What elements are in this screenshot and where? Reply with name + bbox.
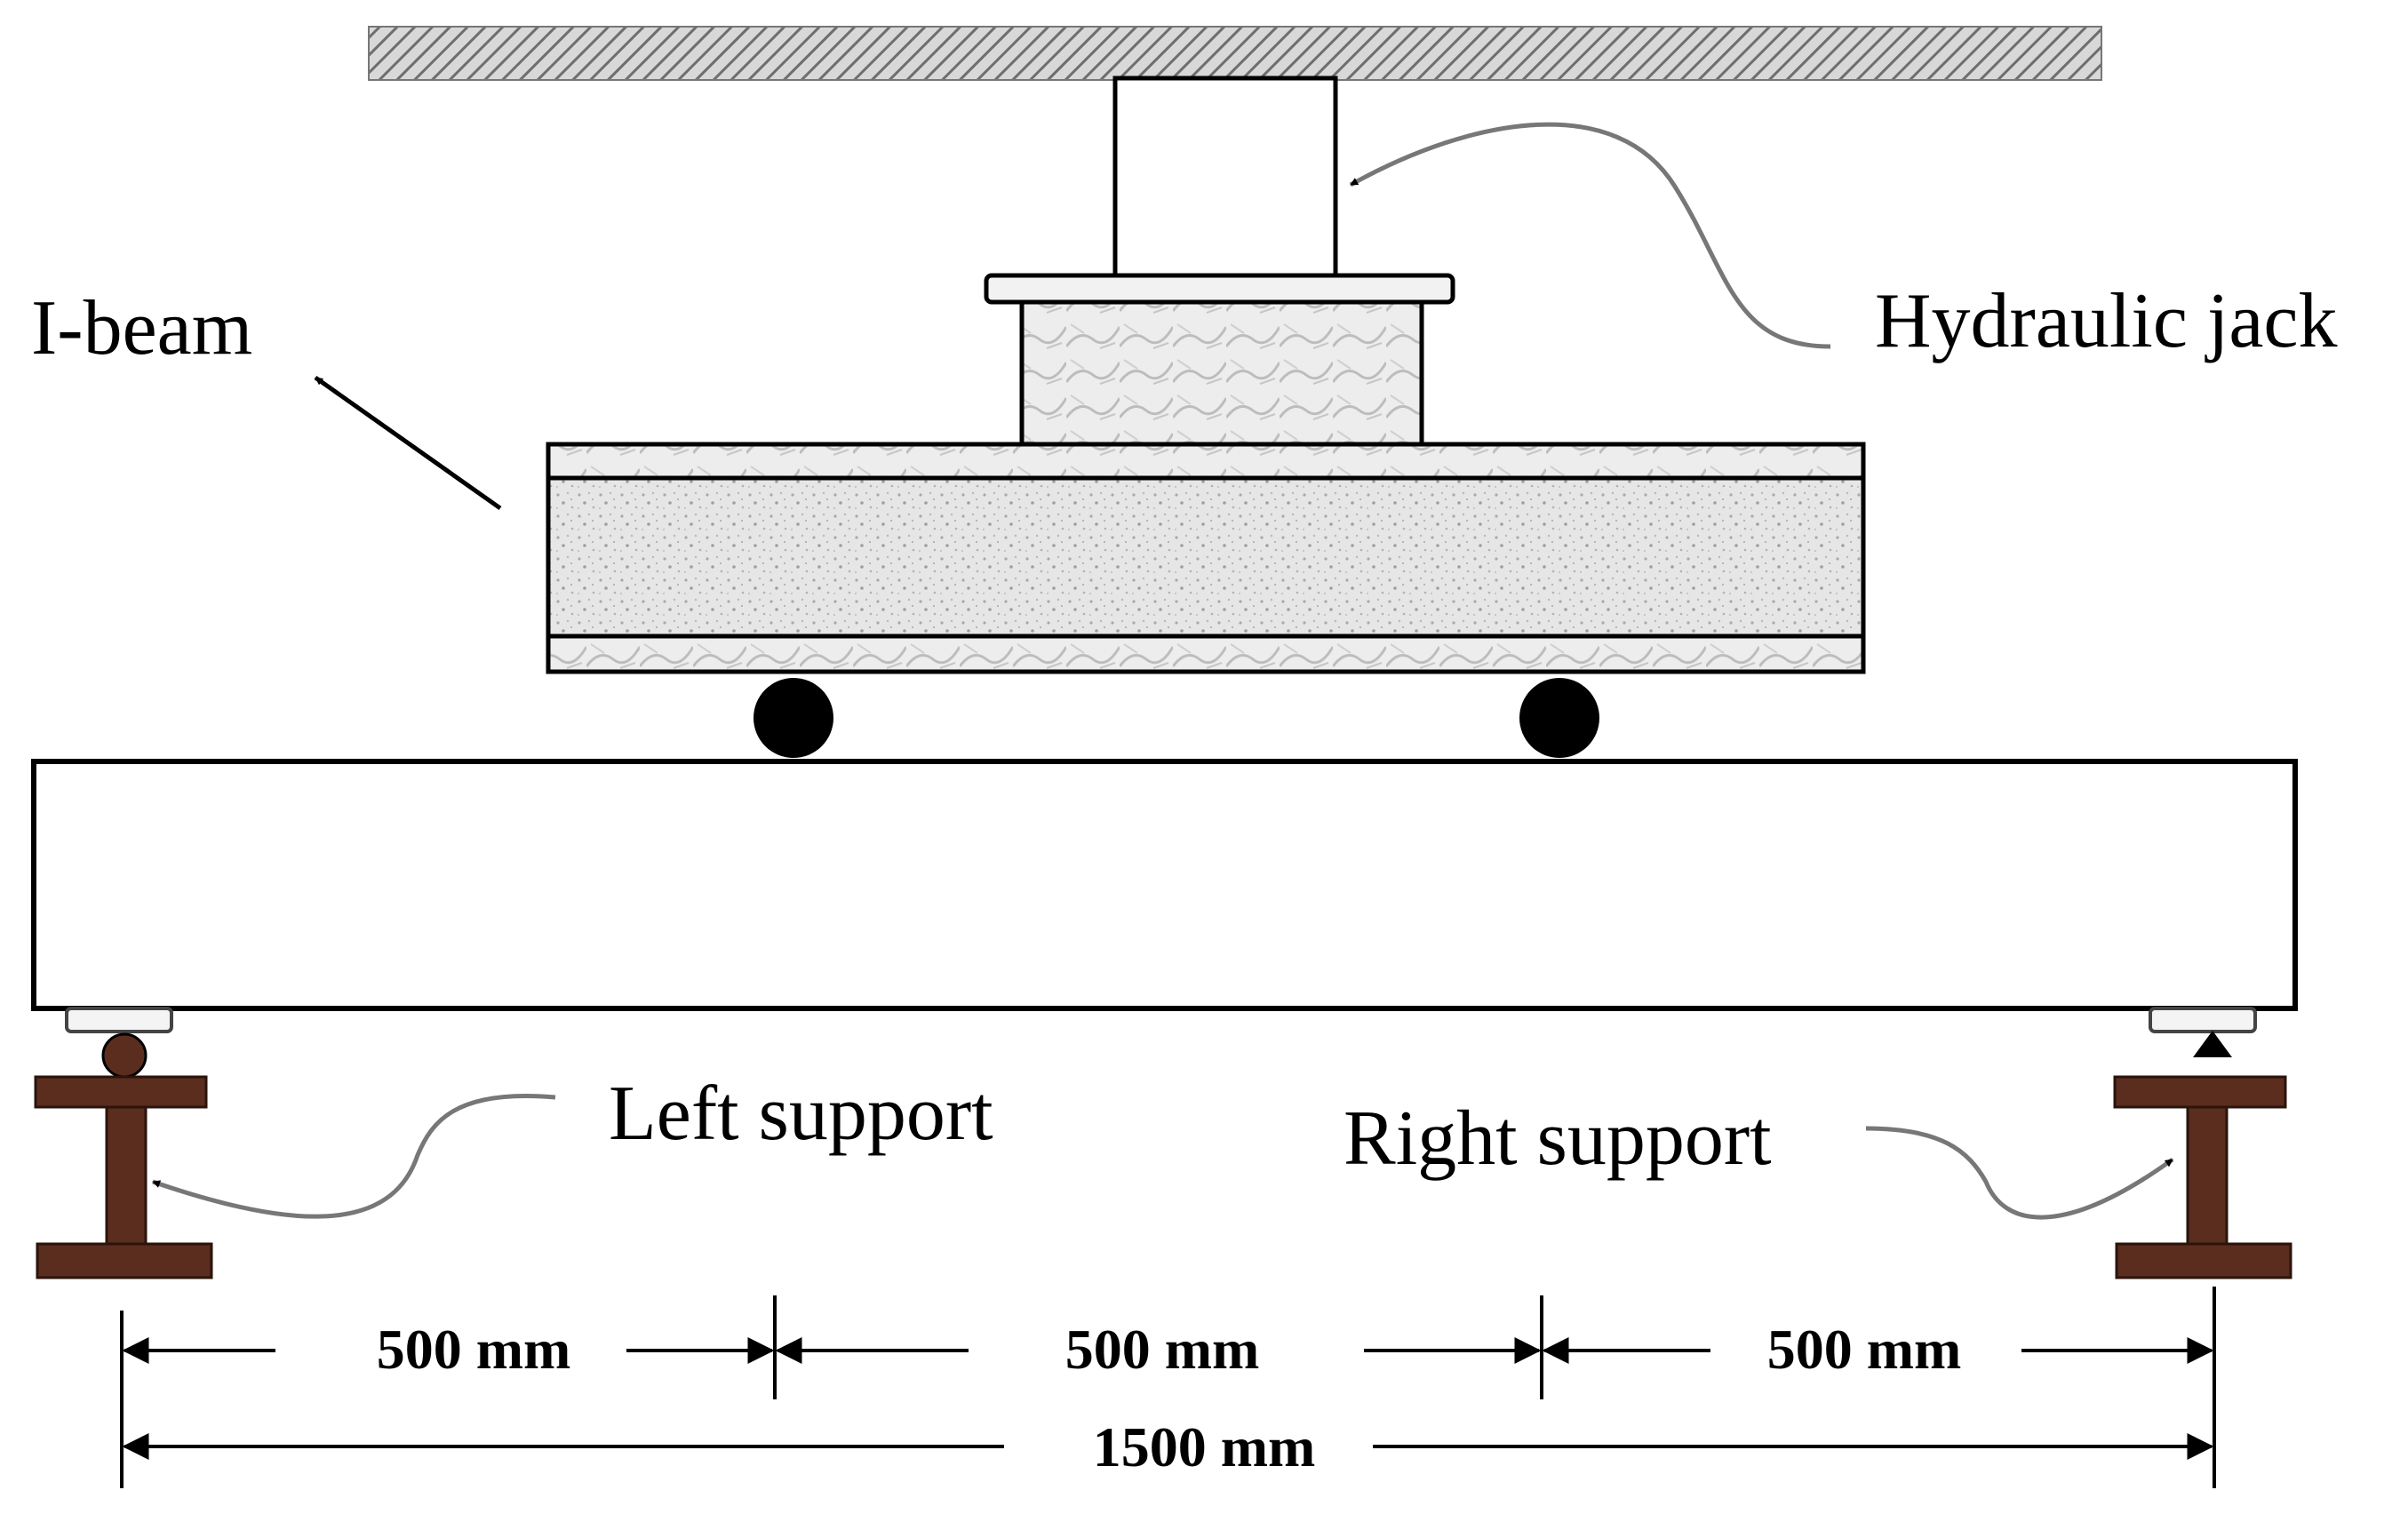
i-beam-label: I-beam bbox=[31, 285, 252, 371]
dimension-segment-left: 500 mm bbox=[377, 1318, 571, 1381]
loading-roller-left bbox=[753, 678, 833, 758]
spreader-i-beam bbox=[546, 442, 1866, 674]
dimension-segment-right: 500 mm bbox=[1767, 1318, 1962, 1381]
i-beam-bottom-flange bbox=[546, 634, 1866, 674]
i-beam-web bbox=[546, 475, 1866, 639]
right-support-leader bbox=[1865, 1126, 2174, 1220]
dimension-total: 1500 mm bbox=[1093, 1415, 1316, 1478]
ceiling-reaction-frame bbox=[368, 26, 2102, 81]
i-beam-top-flange bbox=[546, 442, 1866, 481]
left-support bbox=[34, 1032, 213, 1279]
dimension-segment-middle: 500 mm bbox=[1065, 1318, 1260, 1381]
left-support-label: Left support bbox=[609, 1071, 993, 1157]
right-bearing-plate bbox=[2149, 1007, 2257, 1033]
test-beam bbox=[31, 759, 2298, 1011]
dimension-extension-lines bbox=[120, 1287, 2216, 1488]
left-support-roller bbox=[101, 1032, 148, 1079]
left-bearing-plate bbox=[65, 1007, 173, 1033]
loading-roller-right bbox=[1519, 678, 1599, 758]
right-support-pin bbox=[2193, 1031, 2232, 1057]
jack-plate bbox=[984, 273, 1455, 305]
hydraulic-jack-label: Hydraulic jack bbox=[1875, 278, 2337, 364]
right-support-label: Right support bbox=[1344, 1096, 1772, 1182]
left-support-leader bbox=[152, 1094, 556, 1219]
hydraulic-jack bbox=[984, 76, 1455, 447]
right-support bbox=[2113, 1031, 2292, 1279]
jack-loading-block bbox=[1019, 299, 1424, 447]
jack-cylinder bbox=[1112, 76, 1338, 278]
hydraulic-jack-leader bbox=[1349, 122, 1831, 349]
i-beam-leader-arrow bbox=[314, 375, 502, 511]
